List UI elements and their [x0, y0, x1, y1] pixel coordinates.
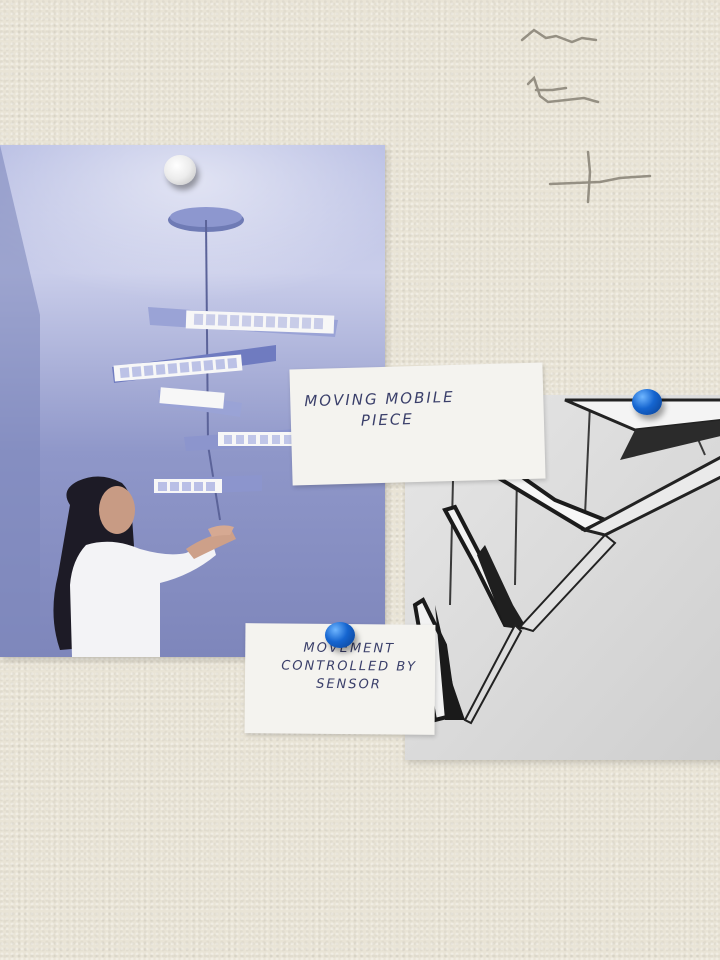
- woman-figure: [53, 476, 236, 657]
- blue-pushpin-icon: [325, 622, 355, 648]
- white-pushpin-icon: [164, 155, 196, 185]
- note-moving-mobile-text: moving mobile piece: [304, 385, 535, 433]
- note-line: sensor: [316, 677, 382, 693]
- mobile-photo-print: [0, 145, 385, 657]
- note-line: controlled by: [281, 658, 418, 675]
- note-movement-sensor-text: movement controlled by sensor: [269, 639, 429, 695]
- blue-pushpin-icon: [632, 389, 662, 415]
- mobile-photo-image: [0, 145, 385, 657]
- note-moving-mobile-piece: moving mobile piece: [289, 362, 546, 486]
